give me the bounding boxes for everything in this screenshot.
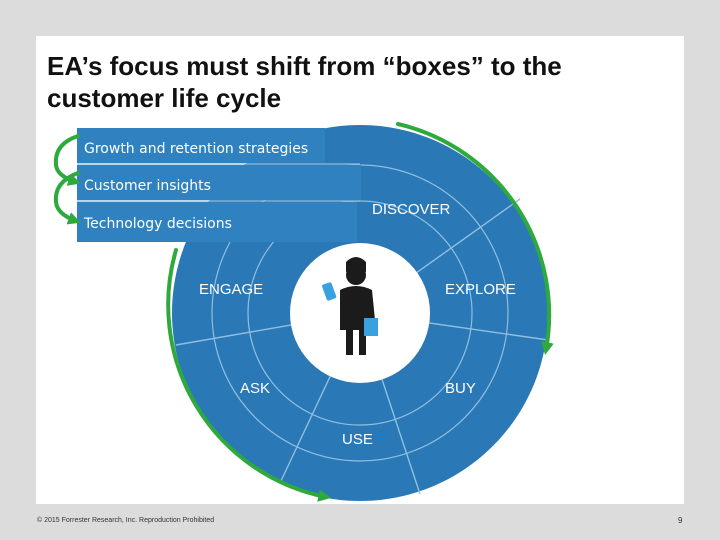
layer-label-growth: Growth and retention strategies: [84, 141, 308, 157]
slide-title: EA’s focus must shift from “boxes” to th…: [47, 51, 562, 113]
left-cycle-arrow: [166, 248, 332, 502]
right-cycle-arrow: [396, 122, 554, 356]
layer-bar-technology: [77, 202, 357, 242]
stage-engage: ENGAGE: [199, 281, 263, 298]
layer-bars: [77, 128, 361, 242]
cycle-arrow-icon: [53, 122, 554, 502]
layer-label-technology: Technology decisions: [83, 216, 232, 232]
customer-figure-icon: [322, 257, 378, 355]
stage-use: USE: [342, 431, 373, 448]
page-number: 9: [678, 516, 683, 525]
stage-discover: DISCOVER: [372, 201, 451, 218]
stage-buy: BUY: [445, 380, 476, 397]
layer-label-insights: Customer insights: [84, 178, 211, 194]
stage-explore: EXPLORE: [445, 281, 516, 298]
copyright-footer: © 2015 Forrester Research, Inc. Reproduc…: [37, 517, 215, 524]
layer-bar-insights: [77, 165, 361, 200]
left-bracket-arrow-bottom: [53, 171, 81, 225]
layer-bar-growth: [77, 128, 325, 163]
stage-ask: ASK: [240, 380, 270, 397]
